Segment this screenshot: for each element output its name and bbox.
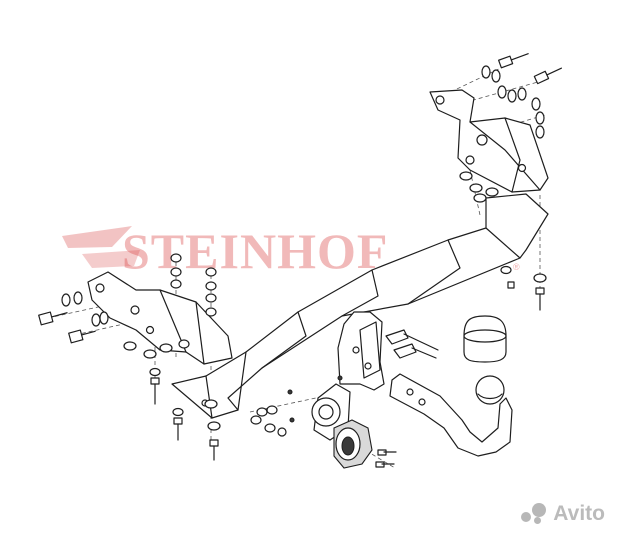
receiver-bolts [375,329,439,468]
avito-watermark: Avito [519,502,605,526]
watermark-registered-mark: ® [513,262,520,272]
steinhof-swoosh-icon [62,226,140,268]
left-fasteners [38,253,221,461]
tow-ball-neck [389,373,513,457]
receiver-plate [337,311,385,391]
right-fasteners [459,53,562,311]
electrical-socket [311,383,373,469]
watermark-text: STEINHOF [122,223,388,279]
right-mounting-bracket [429,89,549,193]
avito-label: Avito [553,502,605,525]
cross-beam [171,193,549,419]
avito-logo-icon [519,503,549,525]
left-mounting-bracket [87,271,233,365]
steinhof-watermark: STEINHOF ® [62,223,520,279]
tow-ball-cap [463,315,507,363]
socket-fasteners [250,375,343,437]
